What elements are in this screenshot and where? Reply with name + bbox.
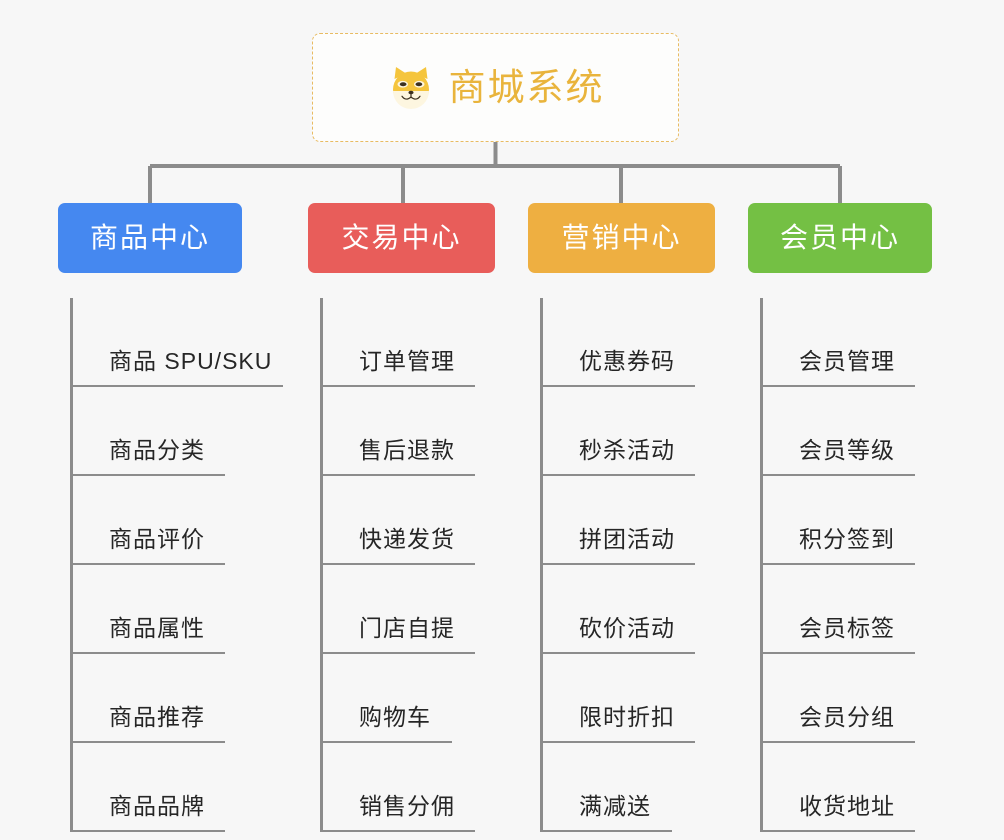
- sub-item-label: 会员标签: [799, 615, 895, 641]
- sub-item-label: 订单管理: [359, 348, 455, 374]
- item-underline: [323, 652, 475, 654]
- list-item[interactable]: 会员等级: [763, 387, 972, 476]
- sub-item-label: 商品品牌: [109, 793, 205, 819]
- list-item[interactable]: 售后退款: [323, 387, 532, 476]
- branch-column-3: 会员中心 会员管理 会员等级 积分签到 会员标签 会员分组: [748, 203, 972, 832]
- item-underline: [543, 741, 695, 743]
- sub-item-list-2: 优惠券码 秒杀活动 拼团活动 砍价活动 限时折扣 满减送: [540, 298, 752, 832]
- list-item[interactable]: 积分签到: [763, 476, 972, 565]
- sub-item-label: 积分签到: [799, 526, 895, 552]
- category-box-1[interactable]: 交易中心: [308, 203, 495, 273]
- list-item[interactable]: 商品品牌: [73, 743, 282, 832]
- sub-item-label: 商品评价: [109, 526, 205, 552]
- sub-item-label: 会员分组: [799, 704, 895, 730]
- item-underline: [323, 385, 475, 387]
- item-underline: [73, 830, 225, 832]
- sub-item-list-0: 商品 SPU/SKU 商品分类 商品评价 商品属性 商品推荐 商品品牌: [70, 298, 283, 832]
- sub-item-label: 优惠券码: [579, 348, 675, 374]
- list-item[interactable]: 秒杀活动: [543, 387, 752, 476]
- list-item[interactable]: 商品属性: [73, 565, 282, 654]
- item-underline: [323, 563, 475, 565]
- sub-item-label: 购物车: [359, 704, 431, 730]
- item-underline: [763, 652, 915, 654]
- category-label-2: 营销中心: [561, 222, 682, 253]
- list-item[interactable]: 满减送: [543, 743, 752, 832]
- sub-item-label: 快递发货: [359, 526, 455, 552]
- list-item[interactable]: 购物车: [323, 654, 532, 743]
- category-label-0: 商品中心: [89, 222, 210, 253]
- item-underline: [543, 474, 695, 476]
- list-item[interactable]: 收货地址: [763, 743, 972, 832]
- sub-item-label: 收货地址: [799, 793, 895, 819]
- item-underline: [73, 563, 225, 565]
- item-underline: [73, 652, 225, 654]
- item-underline: [543, 652, 695, 654]
- category-box-3[interactable]: 会员中心: [748, 203, 932, 273]
- sub-item-label: 拼团活动: [579, 526, 675, 552]
- list-item[interactable]: 优惠券码: [543, 298, 752, 387]
- category-label-1: 交易中心: [341, 222, 462, 253]
- sub-item-label: 门店自提: [359, 615, 455, 641]
- item-underline: [323, 830, 475, 832]
- item-underline: [323, 474, 475, 476]
- branch-column-2: 营销中心 优惠券码 秒杀活动 拼团活动 砍价活动 限时折扣: [528, 203, 752, 832]
- sub-item-label: 商品分类: [109, 437, 205, 463]
- item-underline: [323, 741, 452, 743]
- list-item[interactable]: 快递发货: [323, 476, 532, 565]
- list-item[interactable]: 会员分组: [763, 654, 972, 743]
- category-box-2[interactable]: 营销中心: [528, 203, 715, 273]
- category-label-3: 会员中心: [779, 222, 900, 253]
- item-underline: [763, 563, 915, 565]
- list-item[interactable]: 销售分佣: [323, 743, 532, 832]
- item-underline: [763, 830, 915, 832]
- list-item[interactable]: 商品推荐: [73, 654, 282, 743]
- root-node[interactable]: 商城系统: [312, 33, 679, 142]
- list-item[interactable]: 砍价活动: [543, 565, 752, 654]
- item-underline: [543, 563, 695, 565]
- sub-item-label: 秒杀活动: [579, 437, 675, 463]
- list-item[interactable]: 商品评价: [73, 476, 282, 565]
- list-item[interactable]: 订单管理: [323, 298, 532, 387]
- sub-item-label: 满减送: [579, 793, 651, 819]
- sub-item-label: 商品推荐: [109, 704, 205, 730]
- item-underline: [73, 474, 225, 476]
- list-item[interactable]: 商品分类: [73, 387, 282, 476]
- item-underline: [763, 741, 915, 743]
- sub-item-label: 限时折扣: [579, 704, 675, 730]
- list-item[interactable]: 门店自提: [323, 565, 532, 654]
- list-item[interactable]: 限时折扣: [543, 654, 752, 743]
- sub-item-label: 会员管理: [799, 348, 895, 374]
- item-underline: [543, 830, 672, 832]
- item-underline: [763, 474, 915, 476]
- item-underline: [73, 741, 225, 743]
- category-box-0[interactable]: 商品中心: [58, 203, 242, 273]
- list-item[interactable]: 商品 SPU/SKU: [73, 298, 283, 387]
- list-item[interactable]: 会员标签: [763, 565, 972, 654]
- sub-item-label: 售后退款: [359, 437, 455, 463]
- sub-item-list-3: 会员管理 会员等级 积分签到 会员标签 会员分组 收货地址: [760, 298, 972, 832]
- sub-item-label: 会员等级: [799, 437, 895, 463]
- branch-column-0: 商品中心 商品 SPU/SKU 商品分类 商品评价 商品属性 商品推荐: [58, 203, 283, 832]
- sub-item-list-1: 订单管理 售后退款 快递发货 门店自提 购物车 销售分佣: [320, 298, 532, 832]
- item-underline: [73, 385, 283, 387]
- list-item[interactable]: 拼团活动: [543, 476, 752, 565]
- sub-item-label: 砍价活动: [579, 615, 675, 641]
- item-underline: [543, 385, 695, 387]
- sub-item-label: 销售分佣: [359, 793, 455, 819]
- sub-item-label: 商品属性: [109, 615, 205, 641]
- item-underline: [763, 385, 915, 387]
- sub-item-label: 商品 SPU/SKU: [109, 348, 273, 374]
- shiba-dog-icon: [392, 66, 429, 109]
- list-item[interactable]: 会员管理: [763, 298, 972, 387]
- root-title: 商城系统: [448, 67, 605, 108]
- branch-column-1: 交易中心 订单管理 售后退款 快递发货 门店自提 购物车: [308, 203, 532, 832]
